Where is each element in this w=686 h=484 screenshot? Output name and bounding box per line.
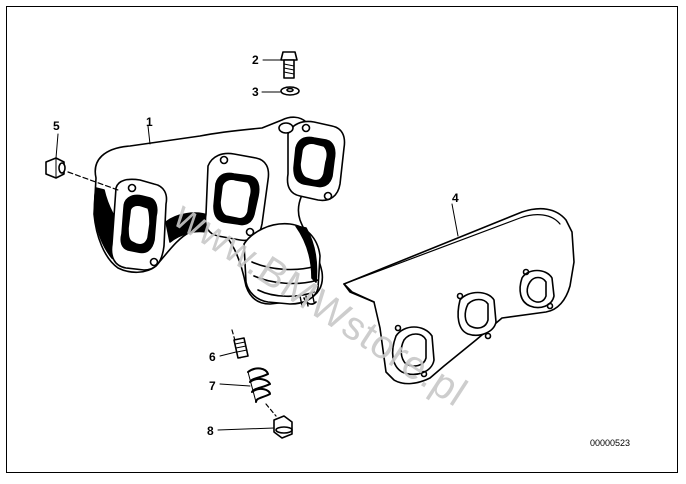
drawing-code: 00000523 [590,438,631,448]
callout-4: 4 [452,191,459,205]
callout-7: 7 [209,379,216,393]
bolt-part [280,51,298,79]
callout-6: 6 [209,350,216,364]
callout-1: 1 [146,115,153,129]
heat-shield-part [343,207,575,385]
callout-2: 2 [252,53,259,67]
spring-part [247,367,271,403]
callout-3: 3 [252,85,259,99]
nut-part [45,157,66,179]
leader-lines [55,59,459,431]
washer-part [280,86,300,96]
callout-8: 8 [207,424,214,438]
nut-leader-dashed [67,171,119,191]
callout-5: 5 [53,119,60,133]
stud-part [231,329,249,359]
exhaust-manifold-part [93,116,346,307]
flange-nut-part [265,403,293,439]
